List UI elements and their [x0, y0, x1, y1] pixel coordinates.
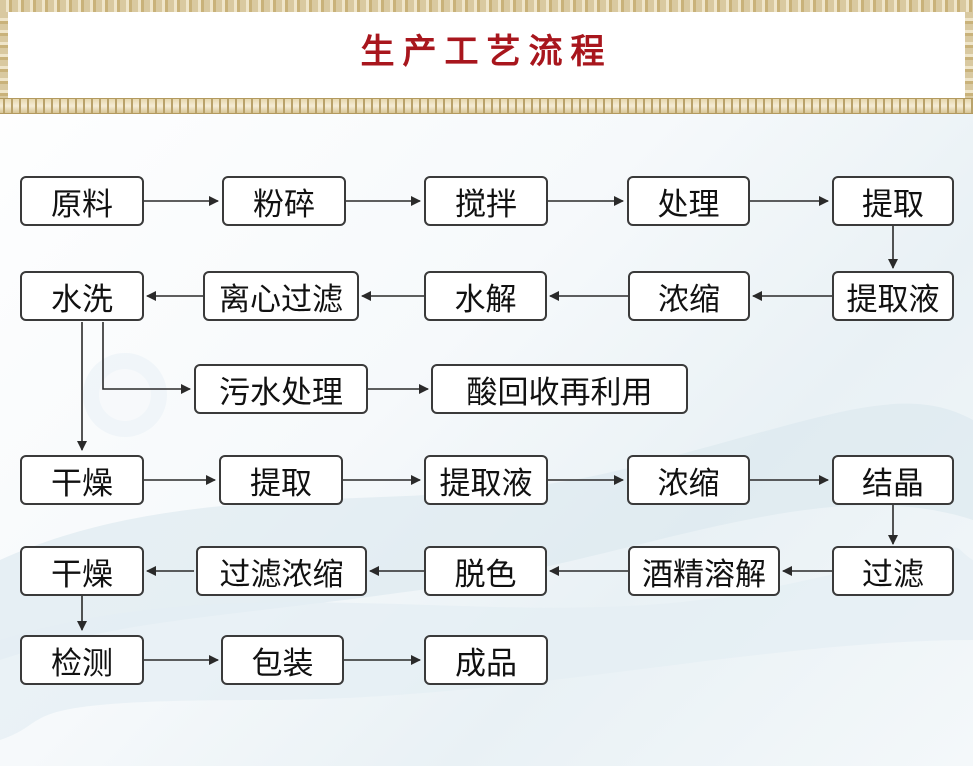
node-extract-liquid-2: 提取液	[424, 455, 548, 505]
node-water-washing: 水洗	[20, 271, 144, 321]
node-finished-product: 成品	[424, 635, 548, 685]
node-hydrolysis: 水解	[424, 271, 547, 321]
node-drying-1: 干燥	[20, 455, 144, 505]
meander-ornament-strip	[0, 98, 973, 114]
node-crystallization: 结晶	[832, 455, 954, 505]
node-concentration-1: 浓缩	[628, 271, 750, 321]
node-decolorization: 脱色	[424, 546, 547, 596]
left-ornament-border	[0, 12, 8, 104]
node-extraction-2: 提取	[219, 455, 343, 505]
node-alcohol-dissolution: 酒精溶解	[628, 546, 780, 596]
node-concentration-2: 浓缩	[627, 455, 750, 505]
node-extract-liquid-1: 提取液	[832, 271, 954, 321]
node-inspection: 检测	[20, 635, 144, 685]
arrow-n10-n11	[102, 322, 191, 394]
node-acid-recycling: 酸回收再利用	[431, 364, 688, 414]
node-filter-concentrate: 过滤浓缩	[196, 546, 367, 596]
node-packaging: 包装	[221, 635, 344, 685]
right-ornament-border	[965, 12, 973, 104]
node-crushing: 粉碎	[222, 176, 346, 226]
node-raw-material: 原料	[20, 176, 144, 226]
node-filtration: 过滤	[832, 546, 954, 596]
node-centrifugal-filtration: 离心过滤	[203, 271, 359, 321]
node-stirring: 搅拌	[424, 176, 548, 226]
title-banner	[8, 12, 965, 98]
node-sewage-treatment: 污水处理	[194, 364, 368, 414]
node-extraction-1: 提取	[832, 176, 954, 226]
page-title: 生产工艺流程	[360, 32, 613, 72]
node-drying-2: 干燥	[20, 546, 144, 596]
node-treatment: 处理	[627, 176, 750, 226]
